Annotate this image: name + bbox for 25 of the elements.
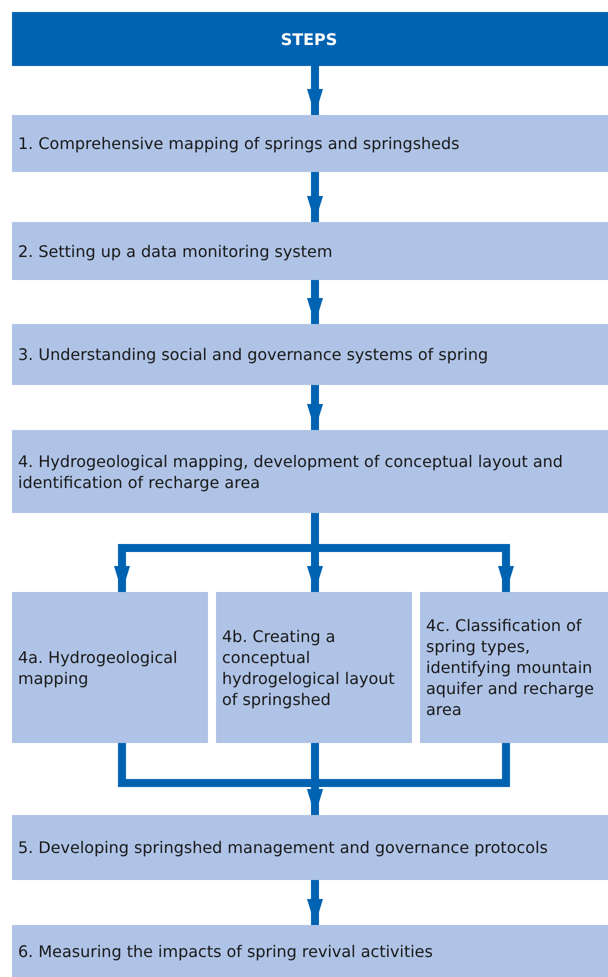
arrow bbox=[307, 280, 323, 324]
step-box bbox=[12, 115, 608, 172]
step-text: 4. Hydrogeological mapping, development of conceptual layout and identification of recharge area bbox=[18, 450, 564, 492]
step-box bbox=[216, 592, 412, 743]
step-box bbox=[12, 430, 608, 513]
step-text: 5. Developing springshed management and governance protocols bbox=[18, 837, 548, 858]
step-text: 1. Comprehensive mapping of springs and springsheds bbox=[18, 133, 460, 154]
arrow bbox=[307, 880, 323, 925]
step-text: 4b. Creating a conceptual hydrogelogical layout of springshed bbox=[222, 626, 396, 710]
arrow bbox=[307, 172, 323, 222]
step-text: STEPS bbox=[280, 28, 338, 50]
arrow bbox=[307, 66, 323, 115]
step-text: 4a. Hydrogeological mapping bbox=[18, 646, 178, 688]
header-band bbox=[12, 12, 608, 66]
step-box bbox=[12, 222, 608, 280]
step-box bbox=[12, 925, 608, 977]
step-box bbox=[12, 815, 608, 880]
step-text: 6. Measuring the impacts of spring revival activities bbox=[18, 940, 433, 962]
arrow bbox=[307, 385, 323, 430]
step-text: 4c. Classification of spring types, identifying mountain aquifer and recharge area bbox=[426, 615, 595, 720]
step-box bbox=[12, 592, 208, 743]
step-box bbox=[420, 592, 608, 743]
step-text: 2. Setting up a data monitoring system bbox=[18, 240, 332, 262]
step-text: 3. Understanding social and governance systems of spring bbox=[18, 344, 488, 365]
step-box bbox=[12, 324, 608, 385]
